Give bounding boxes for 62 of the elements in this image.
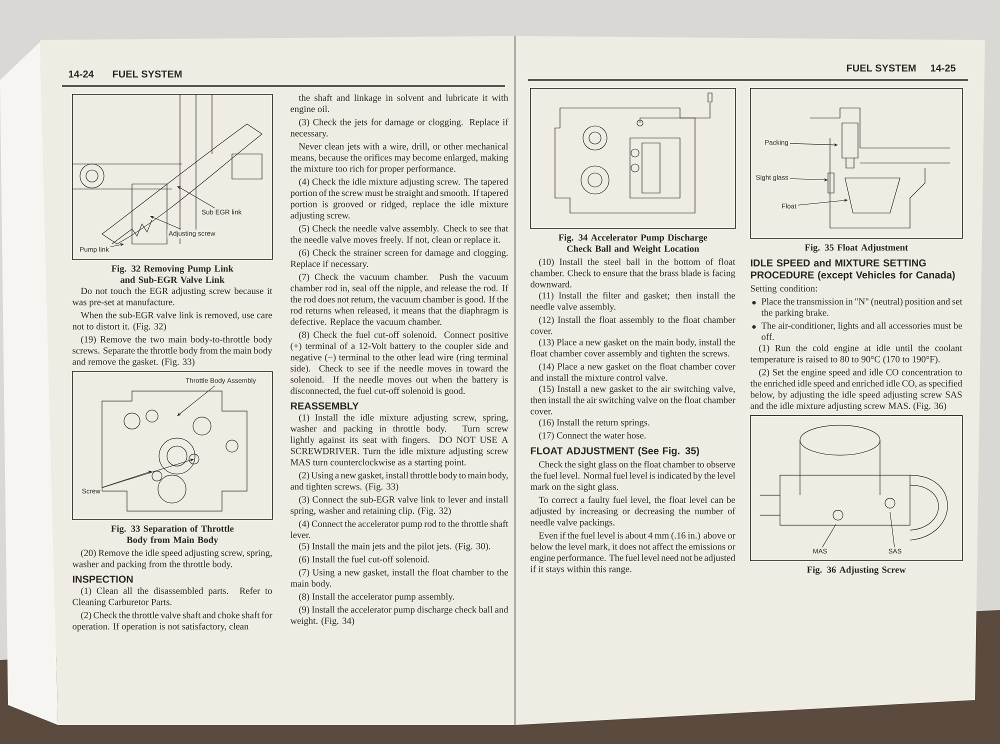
- leader-line: [177, 186, 215, 208]
- paragraph: (2) Set the engine speed and idle CO concentration to the enriched idle speed and enriched idle CO, as specified below, by adjusting the idle speed adjusting screw SAS and the idle mixture adjusting screw MAS. (Fig. 36): [750, 368, 962, 411]
- paragraph: (8) Check the fuel cut-off solenoid. Connect positive (+) terminal of a 12-Volt battery to the coupler side and negative (−) terminal to the other lead wire (ring terminal side). Check to see if the needle moves in toward the solenoid. If the needle moves out when the battery is disconnected, the fuel cut-off solenoid is good.: [290, 331, 508, 396]
- paragraph: the shaft and linkage in solvent and lubricate it with engine oil.: [290, 94, 508, 114]
- figure-caption: Fig. 35 Float Adjustment: [804, 244, 908, 253]
- section-heading: INSPECTION: [72, 576, 133, 583]
- paragraph: When the sub-EGR valve link is removed, use care not to distort it. (Fig. 32): [72, 312, 272, 332]
- paragraph: (6) Check the strainer screen for damage and clogging. Replace if necessary.: [290, 249, 508, 269]
- paragraph: (9) Install the accelerator pump discharge check ball and weight. (Fig. 34): [290, 606, 508, 626]
- leader-line: [798, 198, 848, 206]
- leader-line: [102, 470, 152, 488]
- section-heading: FLOAT ADJUSTMENT (See Fig. 35): [530, 446, 700, 456]
- leader-line: [822, 524, 836, 548]
- paragraph: Check the sight glass on the float chamber to observe the fuel level. Normal fuel level is indicated by the level mark on the sight glass.: [530, 460, 736, 492]
- paragraph: (2) Using a new gasket, install throttle body to main body, and tighten screws. (Fig. 33): [290, 472, 508, 492]
- paragraph: (14) Place a new gasket on the float chamber cover and install the mixture control valve.: [530, 362, 736, 381]
- paragraph: (7) Check the vacuum chamber. Push the vacuum chamber rod in, seal off the nipple, and release the rod. If the rod does not return, the vacuum chamber is good. If the rod returns when released, it means that the diaphragm is defective. Replace the vacuum chamber.: [290, 274, 508, 327]
- leader-line: [110, 243, 124, 247]
- paragraph: (8) Install the accelerator pump assembly.: [299, 593, 454, 602]
- leader-line: [102, 458, 194, 488]
- paragraph: Never clean jets with a wire, drill, or other mechanical means, because the orifices may become enlarged, making the mixture too rich for proper performance.: [290, 142, 508, 174]
- page-number: 14-24: [68, 70, 94, 78]
- paragraph: (1) Install the idle mixture adjusting screw, spring, washer and packing in throttle body. Turn screw lightly against its seat with fingers. DO NOT USE A SCREWDRIVER. Turn the idle mixture adjusting screw MAS turn counterclockwise as a starting point.: [290, 414, 508, 468]
- paragraph: (5) Install the main jets and the pilot jets. (Fig. 30).: [299, 542, 490, 552]
- paragraph: (4) Connect the accelerator pump rod to the throttle shaft lever.: [290, 520, 508, 538]
- running-head: FUEL SYSTEM: [846, 64, 916, 72]
- leader-line: [790, 178, 828, 182]
- figure-caption: Fig. 34 Accelerator Pump Discharge Check Ball and Weight Location: [558, 234, 708, 254]
- paragraph: (1) Clean all the disassembled parts. Refer to Cleaning Carburetor Parts.: [72, 587, 272, 608]
- paragraph: (20) Remove the idle speed adjusting screw, spring, washer and packing from the throttle body.: [72, 549, 272, 570]
- paragraph: (11) Install the filter and gasket; then install the needle valve assembly.: [530, 292, 736, 312]
- paragraph: (17) Connect the water hose.: [539, 432, 646, 440]
- page-number: 14-25: [930, 64, 956, 72]
- running-head: FUEL SYSTEM: [112, 70, 182, 78]
- leader-line: [150, 216, 182, 230]
- paragraph: (12) Install the float assembly to the float chamber cover.: [530, 316, 736, 334]
- paragraph: (3) Check the jets for damage or clogging. Replace if necessary.: [290, 118, 508, 138]
- paragraph: (15) Install a new gasket to the air switching valve, then install the air switching valve on the float chamber cover.: [530, 385, 736, 414]
- paragraph: (1) Run the cold engine at idle until the coolant temperature is raised to 80 to 90°C (170 to 190°F).: [750, 344, 962, 364]
- paragraph: (19) Remove the two main body-to-throttle body screws. Separate the throttle body from the main body and remove the gasket. (Fig. 33): [72, 336, 272, 367]
- paragraph: Setting condition:: [750, 285, 817, 294]
- leader-line: [890, 512, 895, 548]
- paragraph: Even if the fuel level is about 4 mm (.16 in.) above or below the level mark, it does not affect the emissions or engine performance. The fuel level need not be adjusted if it stays within this range.: [530, 532, 736, 574]
- section-heading: IDLE SPEED and MIXTURE SETTING PROCEDURE (except Vehicles for Canada): [750, 259, 955, 280]
- paragraph: To correct a faulty fuel level, the float level can be adjusted by increasing or decreasing the number of needle valve packings.: [530, 496, 736, 528]
- paragraph: Do not touch the EGR adjusting screw because it was pre-set at manufacture.: [72, 288, 272, 308]
- paragraph: (13) Place a new gasket on the main body, install the float chamber cover assembly and tighten the screws.: [530, 338, 736, 358]
- paragraph: (10) Install the steel ball in the bottom of float chamber. Check to ensure that the brass blade is facing downward.: [530, 258, 736, 288]
- paragraph: Place the transmission in "N" (neutral) position and set the parking brake.: [761, 298, 962, 318]
- figure-caption: Fig. 33 Separation of Throttle Body from Main Body: [111, 525, 234, 545]
- figure-caption: Fig. 36 Adjusting Screw: [807, 566, 906, 575]
- paragraph: (6) Install the fuel cut-off solenoid.: [299, 556, 430, 564]
- section-heading: REASSEMBLY: [290, 402, 359, 410]
- figure-caption: Fig. 32 Removing Pump Link and Sub-EGR Valve Link: [112, 265, 234, 283]
- paragraph: (3) Connect the sub-EGR valve link to lever and install spring, washer and retaining clip. (Fig. 32): [290, 496, 508, 516]
- paragraph: (5) Check the needle valve assembly. Check to see that the needle valve moves freely. If not, clean or replace it.: [290, 224, 508, 245]
- paragraph: (7) Using a new gasket, install the float chamber to the main body.: [290, 568, 508, 589]
- paragraph: The air-conditioner, lights and all accessories must be off.: [761, 322, 962, 340]
- paragraph: (2) Check the throttle valve shaft and choke shaft for operation. If operation is not satisfactory, clean: [72, 612, 272, 632]
- paragraph: (4) Check the idle mixture adjusting screw. The tapered portion of the screw must be straight and smooth. If tapered portion is grooved or ridged, replace the idle mixture adjusting screw.: [290, 178, 508, 220]
- paragraph: (16) Install the return springs.: [539, 418, 650, 428]
- leader-line: [790, 143, 838, 146]
